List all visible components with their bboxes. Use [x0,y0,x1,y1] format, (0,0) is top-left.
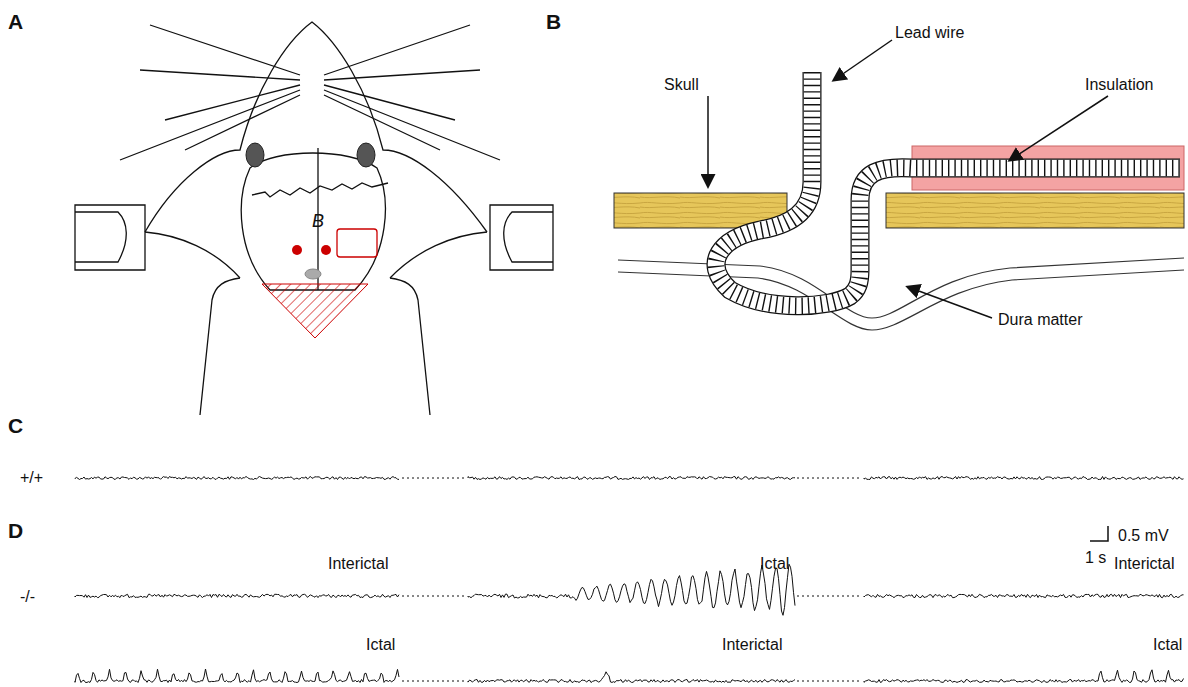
eeg-trace [864,670,1184,683]
annotation: Insulation [1085,76,1154,94]
eeg-traces [75,477,1184,683]
lead-wire-coil [716,72,1180,306]
eye [357,143,375,167]
annotation: 1 s [1085,549,1106,567]
panel-letter: B [546,10,561,33]
panel-letter: D [8,519,23,542]
eeg-trace [797,681,862,682]
annotation: Dura matter [998,311,1082,329]
skull-bone [886,193,1184,228]
eeg-trace [75,669,399,683]
eeg-trace [402,681,466,682]
mouse-head [75,22,553,415]
annotation: 0.5 mV [1118,527,1169,545]
annotation: -/- [20,588,35,606]
eeg-trace [402,596,466,597]
leader-arrow [708,40,1108,318]
eeg-trace [797,596,862,597]
annotation: Skull [664,76,699,94]
eye [246,143,264,167]
annotation: Interictal [328,555,388,573]
panel-letter: A [8,10,23,33]
eeg-trace [797,478,862,479]
electrode-site [292,245,302,255]
annotation: B [312,212,324,232]
eeg-trace [864,594,1184,597]
annotation: Ictal [1153,636,1182,654]
craniotomy-window [337,229,377,257]
annotation: Ictal [760,555,789,573]
dura-mater [618,258,1184,330]
eeg-trace [468,672,795,683]
reference-site [305,269,321,279]
eeg-trace [864,477,1184,480]
scale-bar [1090,526,1108,541]
eeg-trace [468,477,795,480]
electrode-site [321,245,331,255]
annotation: Lead wire [895,24,964,42]
annotation: Interictal [722,636,782,654]
eeg-trace [468,564,795,615]
hatched-region [262,284,368,338]
annotation: +/+ [20,469,43,487]
annotation: Ictal [366,636,395,654]
eeg-trace [75,594,399,597]
eeg-trace [75,477,399,480]
annotation: Interictal [1114,555,1174,573]
eeg-trace [402,478,466,479]
panel-letter: C [8,414,23,437]
